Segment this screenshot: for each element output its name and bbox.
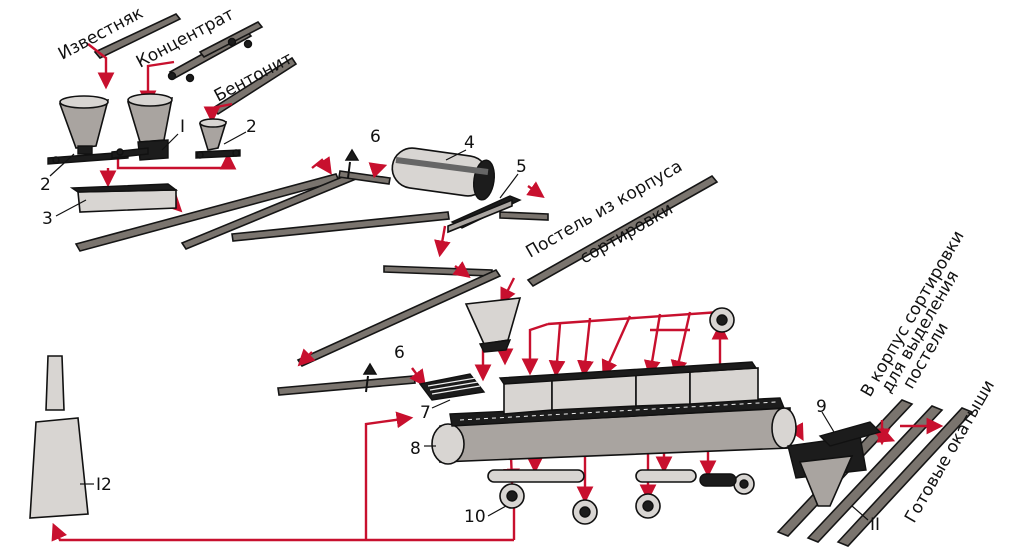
gas-ducts <box>487 469 737 487</box>
bentonite-bin <box>198 118 228 151</box>
item-number-6b: 6 <box>394 343 405 363</box>
fan-icon <box>572 499 598 525</box>
balancing-disc-6b <box>362 362 378 393</box>
mixer <box>69 183 179 213</box>
item-number-5: 5 <box>516 157 527 177</box>
screen-5 <box>447 195 522 234</box>
item-number-3: 3 <box>42 209 53 229</box>
belt-sort-2 <box>806 405 944 543</box>
belt-drum-return <box>231 211 450 242</box>
item-number-8: 8 <box>410 439 421 459</box>
item-number-9: 9 <box>816 397 827 417</box>
item-number-2b: 2 <box>246 117 257 137</box>
sorting-screen-9 <box>787 421 882 507</box>
limestone-feed-belt <box>93 13 182 59</box>
concentrate-label: Концентрат <box>133 4 238 72</box>
leader-lines <box>49 131 869 521</box>
item-number-11: II <box>870 515 880 535</box>
belt-bed-supply <box>526 174 719 288</box>
item-number-7: 7 <box>420 403 431 423</box>
indurating-machine <box>431 361 797 465</box>
finished-pellets-label: Готовые окатыши <box>901 377 999 527</box>
stack-12 <box>29 355 89 519</box>
item-number-12: I2 <box>96 475 112 495</box>
fan-icon <box>499 483 525 509</box>
item-number-6a: 6 <box>370 127 381 147</box>
item-number-2a: 2 <box>40 175 51 195</box>
weigh-feeders <box>47 147 241 165</box>
dryer-drum <box>391 147 495 201</box>
fan-icon <box>635 493 661 519</box>
belt-to-roller-feeder <box>277 375 416 396</box>
balancing-disc-6a <box>344 148 360 179</box>
item-number-10: 10 <box>464 507 486 527</box>
item-number-4: 4 <box>464 133 475 153</box>
limestone-bin <box>58 95 110 155</box>
fan-icon <box>709 307 735 333</box>
roller-feeder-7 <box>418 373 486 401</box>
concentrate-bin <box>126 93 173 161</box>
belt-middle <box>383 265 493 277</box>
fan-icon <box>733 473 755 495</box>
item-number-1: I <box>180 117 185 137</box>
bentonite-label: Бентонит <box>211 49 296 107</box>
bed-hopper <box>464 297 522 353</box>
belt-finished-pellets <box>836 407 974 547</box>
